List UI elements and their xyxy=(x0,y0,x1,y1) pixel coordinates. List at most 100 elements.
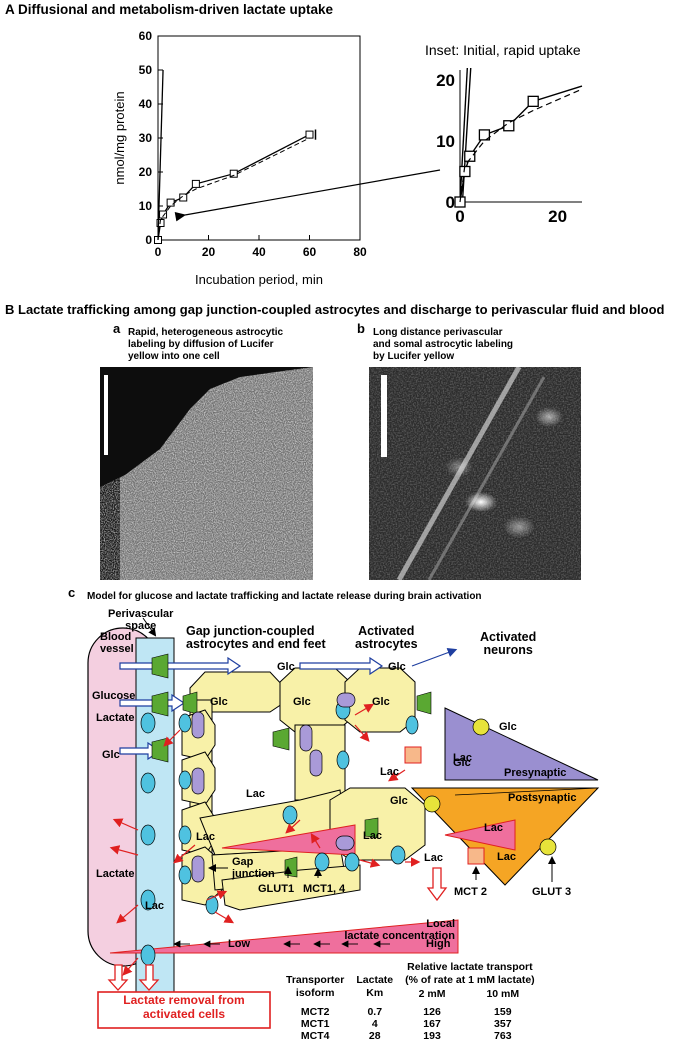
series-line-dashed xyxy=(157,137,310,241)
glut1-label: GLUT1 xyxy=(258,883,295,895)
lactate-arrows xyxy=(109,703,421,976)
lactate-release-arrows xyxy=(107,867,448,991)
inset-y-tick-label: 0 xyxy=(446,193,455,212)
glc-label: Glc xyxy=(388,661,406,673)
header-line: isoform xyxy=(295,987,335,999)
col-2mm-header: 2 mM xyxy=(418,987,446,1000)
micrograph-a-image xyxy=(100,367,313,580)
plot-frame xyxy=(157,35,361,241)
col-10mm-header: 10 mM xyxy=(486,987,520,1000)
cell-2mm: 193 xyxy=(423,1030,441,1042)
postsynaptic-label: Postsynaptic xyxy=(508,792,577,804)
glut1-transporters xyxy=(151,653,432,878)
inset-pointer-arrow xyxy=(174,169,441,222)
cell-isoform: MCT1 xyxy=(300,1018,330,1030)
label-line: Blood xyxy=(100,631,132,643)
lac-label: Lac xyxy=(145,900,164,912)
label-line: lactate concentration xyxy=(344,930,455,942)
inset-series-solid xyxy=(459,85,583,203)
header-line: Transporter xyxy=(286,974,345,986)
label-line: neurons xyxy=(483,643,533,657)
mct2-label: MCT 2 xyxy=(454,886,487,898)
micrograph-b-image xyxy=(369,367,581,580)
data-point xyxy=(179,193,188,202)
lactate-gradient-wedge xyxy=(221,824,356,856)
x-tick-label: 20 xyxy=(202,245,216,259)
table-subheader-row: 2 mM 10 mM xyxy=(280,987,541,1000)
label-line: Perivascular xyxy=(108,608,174,620)
section-b-title: B Lactate trafficking among gap junction… xyxy=(5,302,665,317)
data-point xyxy=(159,210,168,219)
panel-b-caption-line: by Lucifer yellow xyxy=(373,351,455,362)
y-tick-label: 30 xyxy=(139,131,153,145)
lactate-gradient-wedge xyxy=(444,819,516,851)
lactate-removal-box xyxy=(97,991,271,1029)
y-axis-label: nmol/mg protein xyxy=(112,91,127,184)
label-line: Gap junction-coupled xyxy=(186,624,315,638)
cell-10mm: 159 xyxy=(494,1006,512,1018)
section-a-title: A Diffusional and metabolism-driven lact… xyxy=(5,2,334,17)
panel-a-caption-line: yellow into one cell xyxy=(128,351,220,362)
y-tick-label: 0 xyxy=(145,233,152,247)
y-tick-label: 50 xyxy=(139,63,153,77)
lactate-label: Lactate xyxy=(96,868,135,880)
glc-label: Glc xyxy=(293,696,311,708)
lactate-concentration-gradient xyxy=(109,919,459,954)
cell-km: 0.7 xyxy=(367,1006,383,1018)
header-line: (% of rate at 1 mM lactate) xyxy=(405,973,535,986)
lac-label: Lac xyxy=(484,822,503,834)
lac-label: Lac xyxy=(497,851,516,863)
panel-b-caption-line: and somal astrocytic labeling xyxy=(373,339,514,350)
lac-label: Lac xyxy=(246,788,265,800)
inset-y-tick-label: 10 xyxy=(436,132,455,151)
label-line: astrocytes xyxy=(355,637,418,651)
glc-label: Glc xyxy=(372,696,390,708)
glc-label: Glc xyxy=(499,721,517,733)
header-line: Lactate xyxy=(356,974,394,986)
perivascular-space xyxy=(135,637,175,994)
y-tick-label: 20 xyxy=(139,165,153,179)
inset-data-point xyxy=(464,150,476,162)
x-tick-label: 0 xyxy=(155,245,162,259)
low-label: Low xyxy=(228,938,250,950)
micrograph-a xyxy=(100,367,313,580)
x-tick-label: 60 xyxy=(303,245,317,259)
glc-label: Glc xyxy=(210,696,228,708)
lac-label: Lac xyxy=(363,830,382,842)
cell-isoform: MCT4 xyxy=(300,1030,330,1042)
label-line: Local xyxy=(426,918,455,930)
label-line: vessel xyxy=(100,643,134,655)
label-line: Activated xyxy=(358,624,415,638)
panel-c-title: Model for glucose and lactate traffickin… xyxy=(87,591,482,602)
mct2-transporters xyxy=(404,746,485,865)
mct-transporters xyxy=(140,700,419,966)
col-transport-group-header: Relative lactate transport(% of rate at … xyxy=(399,960,541,987)
cell-10mm: 357 xyxy=(494,1018,512,1030)
label-pointers xyxy=(142,617,556,882)
cell-km: 28 xyxy=(368,1030,381,1042)
inset-steep-line xyxy=(459,67,469,203)
inset-title: Inset: Initial, rapid uptake xyxy=(425,42,581,58)
y-tick-label: 10 xyxy=(139,199,153,213)
series-line-solid xyxy=(157,134,310,241)
inset-data-point xyxy=(478,129,491,141)
panel-b-letter: b xyxy=(357,321,365,336)
glc-label: Glc xyxy=(277,661,295,673)
label-line: activated cells xyxy=(142,1007,226,1021)
high-label: High xyxy=(426,938,451,950)
panel-a-caption-line: labeling by diffusion of Lucifer xyxy=(128,339,274,350)
mct14-label: MCT1, 4 xyxy=(303,883,346,895)
